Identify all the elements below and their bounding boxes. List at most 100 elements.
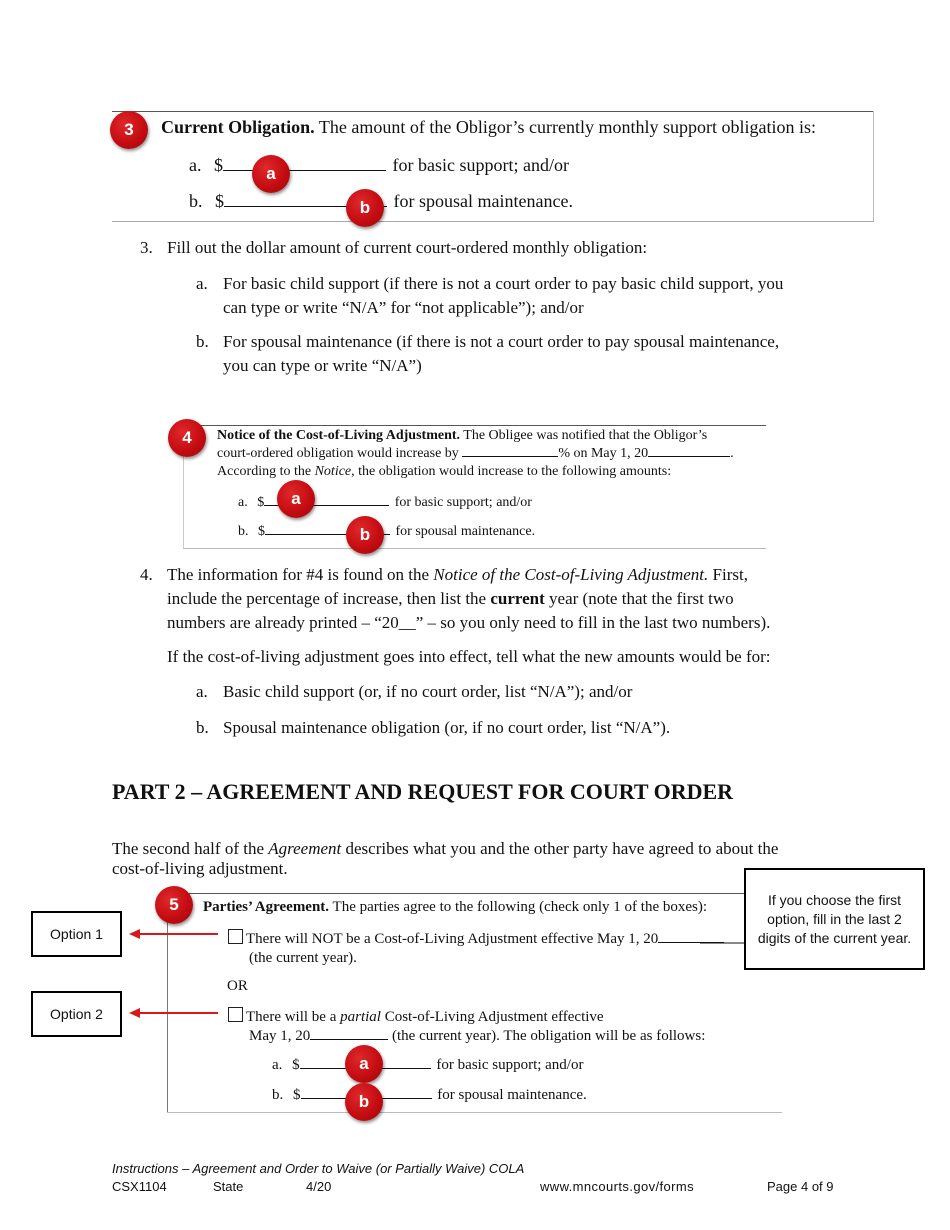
section4-line-a-prefix: a. bbox=[238, 495, 248, 510]
step3-item-b-line2: you can type or write “N/A”) bbox=[223, 356, 422, 375]
section5-bottom-rule bbox=[167, 1112, 782, 1113]
section4-line-a-text: for basic support; and/or bbox=[394, 495, 532, 510]
section4-percent-blank[interactable] bbox=[462, 445, 559, 457]
section5-line-b-dollar: $ bbox=[293, 1087, 301, 1103]
section4-left-rule bbox=[183, 425, 184, 548]
section4-badge: 4 bbox=[168, 419, 206, 457]
section3-line-b-blank[interactable] bbox=[224, 192, 387, 207]
section3-badge-a: a bbox=[252, 155, 290, 193]
section3-line-a-text: for basic support; and/or bbox=[392, 155, 569, 175]
option2-callout: Option 2 bbox=[31, 991, 122, 1037]
section4-text2a: court-ordered obligation would increase … bbox=[217, 446, 459, 461]
option2-year-blank[interactable] bbox=[310, 1028, 389, 1040]
footer-title: Instructions – Agreement and Order to Wa… bbox=[112, 1161, 525, 1176]
section5-left-rule bbox=[167, 893, 168, 1112]
step4-line1-italic: Notice of the Cost-of-Living Adjustment. bbox=[433, 565, 709, 584]
section4-year-blank[interactable] bbox=[648, 445, 731, 457]
section5-line-b-text: for spousal maintenance. bbox=[437, 1087, 587, 1103]
step3-item-b-line1: For spousal maintenance (if there is not… bbox=[223, 332, 780, 351]
section5-line-a-dollar: $ bbox=[292, 1057, 300, 1073]
option2-line2b: (the current year). The obligation will … bbox=[392, 1028, 706, 1044]
step4-line1b: First, bbox=[712, 565, 748, 584]
option2-line2a: May 1, 20 bbox=[249, 1028, 311, 1044]
option1-year-blank[interactable] bbox=[658, 931, 725, 943]
section3-line-a-blank[interactable] bbox=[223, 156, 386, 171]
part2-intro1-italic: Agreement bbox=[268, 839, 342, 858]
section3-right-rule bbox=[873, 111, 874, 221]
option2-checkbox[interactable] bbox=[228, 1007, 243, 1022]
section5-badge-a: a bbox=[345, 1045, 383, 1083]
section4-text3a: According to the bbox=[217, 464, 312, 479]
section5-line-b-prefix: b. bbox=[272, 1087, 284, 1103]
section3-line-b-prefix: b. bbox=[189, 191, 203, 211]
footer-date: 4/20 bbox=[306, 1179, 332, 1194]
part2-intro1a: The second half of the bbox=[112, 839, 264, 858]
section5-badge-b: b bbox=[345, 1083, 383, 1121]
section4-line-a-blank[interactable] bbox=[264, 494, 390, 506]
note-callout: If you choose the first option, fill in … bbox=[744, 868, 925, 970]
option2-line1a: There will be a bbox=[246, 1009, 337, 1025]
step3-text: Fill out the dollar amount of current co… bbox=[167, 238, 648, 257]
step4-line2b: year (note that the first two bbox=[549, 589, 734, 608]
footer-page-number: Page 4 of 9 bbox=[767, 1179, 834, 1194]
option1-checkbox[interactable] bbox=[228, 929, 243, 944]
section5-line-a-prefix: a. bbox=[272, 1057, 283, 1073]
footer-state: State bbox=[213, 1179, 244, 1194]
section3-line-a-prefix: a. bbox=[189, 155, 202, 175]
option1-line2: (the current year). bbox=[249, 950, 357, 966]
section5-or: OR bbox=[227, 978, 248, 994]
step3-number: 3. bbox=[140, 238, 153, 257]
section4-bottom-rule bbox=[183, 548, 766, 549]
footer-url[interactable]: www.mncourts.gov/forms bbox=[540, 1179, 695, 1194]
step4-line2-bold: current bbox=[490, 589, 545, 608]
footer-form-id: CSX1104 bbox=[112, 1179, 167, 1194]
part2-heading: PART 2 – AGREEMENT AND REQUEST FOR COURT… bbox=[112, 779, 734, 804]
step3-item-a-line2: can type or write “N/A” for “not applica… bbox=[223, 298, 584, 317]
step4-line2a: include the percentage of increase, then… bbox=[167, 589, 487, 608]
section5-line-a-text: for basic support; and/or bbox=[436, 1057, 584, 1073]
part2-intro1b: describes what you and the other party h… bbox=[345, 839, 779, 858]
section3-badge-b: b bbox=[346, 189, 384, 227]
step4-item-b-text: Spousal maintenance obligation (or, if n… bbox=[223, 718, 671, 737]
section3-heading: Current Obligation. bbox=[161, 117, 315, 137]
section3-badge: 3 bbox=[110, 111, 148, 149]
section4-badge-b: b bbox=[346, 516, 384, 554]
step3-item-b-letter: b. bbox=[196, 332, 209, 351]
section4-text2b: % on May 1, 20 bbox=[558, 446, 649, 461]
step4-line4: If the cost-of-living adjustment goes in… bbox=[167, 647, 771, 666]
option1-line1: There will NOT be a Cost-of-Living Adjus… bbox=[246, 931, 659, 947]
option2-arrow bbox=[129, 1008, 218, 1018]
section5-top-rule bbox=[167, 893, 745, 894]
section3-bottom-rule bbox=[112, 221, 874, 222]
option2-line1b: Cost-of-Living Adjustment effective bbox=[384, 1009, 604, 1025]
option2-line1-italic: partial bbox=[340, 1009, 381, 1025]
section3-line-a-dollar: $ bbox=[214, 155, 223, 175]
section5-badge: 5 bbox=[155, 886, 193, 924]
step4-item-a-text: Basic child support (or, if no court ord… bbox=[223, 682, 633, 701]
section3-line-b-dollar: $ bbox=[215, 191, 224, 211]
section4-top-rule bbox=[183, 425, 766, 426]
step4-item-b-letter: b. bbox=[196, 718, 209, 737]
section4-text3b: , the obligation would increase to the f… bbox=[351, 464, 672, 479]
section3-line-b-text: for spousal maintenance. bbox=[393, 191, 573, 211]
section4-line-b-text: for spousal maintenance. bbox=[395, 524, 536, 539]
section4-badge-a: a bbox=[277, 480, 315, 518]
step4-number: 4. bbox=[140, 565, 153, 584]
step3-item-a-line1: For basic child support (if there is not… bbox=[223, 274, 784, 293]
section4-text1: The Obligee was notified that the Obligo… bbox=[463, 428, 708, 443]
section4-line-a-dollar: $ bbox=[257, 495, 265, 510]
step4-line3: numbers are already printed – “20__” – s… bbox=[167, 613, 771, 632]
step4-line1a: The information for #4 is found on the bbox=[167, 565, 430, 584]
section5-text: The parties agree to the following (chec… bbox=[332, 899, 708, 915]
part2-intro2: cost-of-living adjustment. bbox=[112, 859, 288, 878]
section4-heading: Notice of the Cost-of-Living Adjustment. bbox=[217, 428, 461, 443]
section3-text: The amount of the Obligor’s currently mo… bbox=[318, 117, 816, 137]
section3-top-rule bbox=[112, 111, 874, 112]
step4-item-a-letter: a. bbox=[196, 682, 208, 701]
option1-arrow bbox=[129, 929, 218, 939]
section4-text3-italic: Notice bbox=[314, 464, 352, 479]
section4-line-b-dollar: $ bbox=[258, 524, 265, 539]
option1-callout: Option 1 bbox=[31, 911, 122, 957]
section4-line-b-blank[interactable] bbox=[265, 523, 390, 535]
